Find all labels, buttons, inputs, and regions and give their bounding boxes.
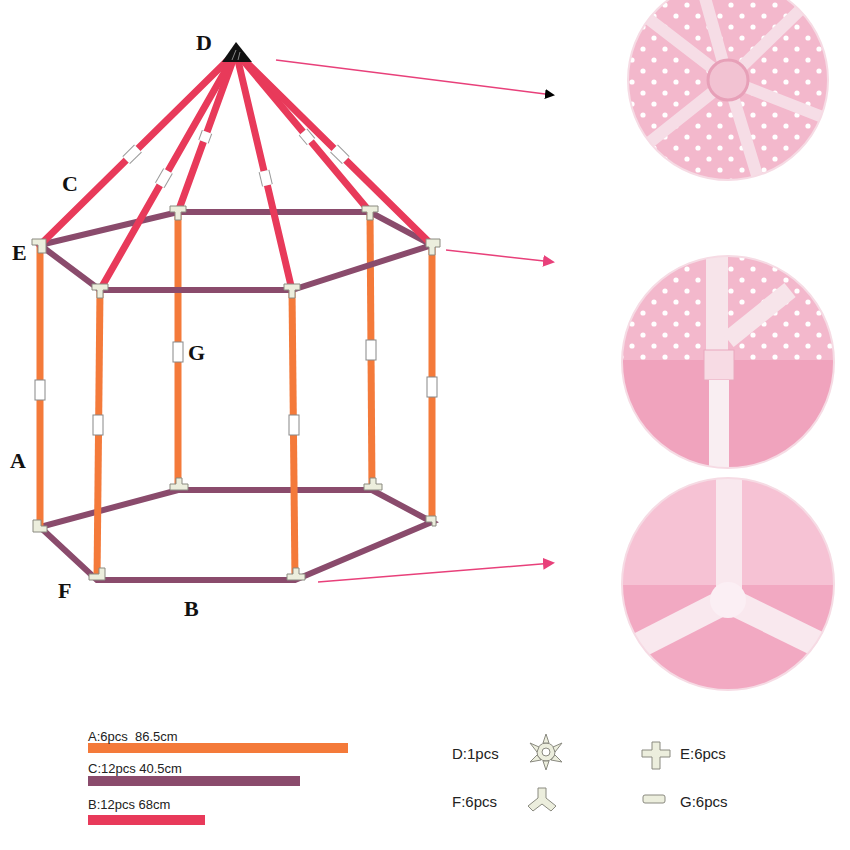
apex-label: D (196, 32, 212, 54)
part-label: F (58, 580, 71, 602)
legend-text: C:12pcs 40.5cm (88, 762, 182, 775)
legend-text: A:6pcs 86.5cm (88, 730, 178, 743)
legend-text: F:6pcs (452, 794, 497, 809)
legend-swatch (88, 776, 300, 786)
legend-text: B:12pcs 68cm (88, 798, 170, 811)
part-label: B (184, 598, 199, 620)
legend-swatch (88, 743, 348, 753)
part-label: G (188, 342, 205, 364)
legend-text: D:1pcs (452, 746, 499, 761)
legend-text: E:6pcs (680, 746, 726, 761)
legend-swatch (88, 815, 205, 825)
part-label: E (12, 242, 27, 264)
part-label: C (62, 173, 78, 195)
part-label: A (10, 450, 26, 472)
legend-text: G:6pcs (680, 794, 728, 809)
